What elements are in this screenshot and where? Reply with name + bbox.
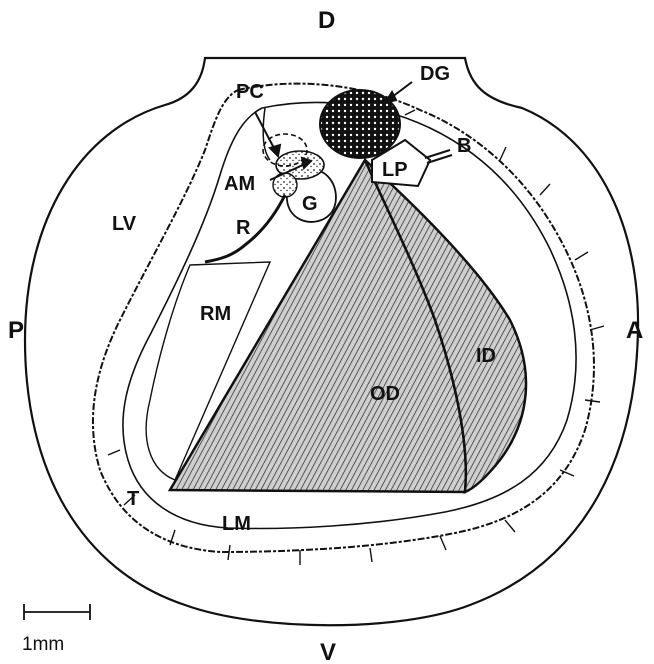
label-ventral: V: [320, 639, 336, 664]
label-lm: LM: [222, 513, 251, 535]
label-rm: RM: [200, 303, 231, 325]
label-r: R: [236, 217, 251, 239]
label-g: G: [302, 193, 318, 215]
label-anterior: A: [626, 317, 643, 344]
label-od: OD: [370, 383, 400, 405]
label-dg: DG: [420, 63, 450, 85]
label-lp: LP: [382, 159, 408, 181]
label-t: T: [127, 488, 139, 510]
label-am: AM: [224, 173, 255, 195]
label-b: B: [457, 135, 471, 157]
scale-bar-label: 1mm: [22, 634, 64, 655]
label-id: ID: [476, 345, 496, 367]
label-lv: LV: [112, 213, 137, 235]
label-posterior: P: [8, 317, 24, 344]
label-dorsal: D: [318, 7, 335, 34]
label-pc: PC: [236, 81, 264, 103]
scale-bar: [24, 604, 90, 620]
